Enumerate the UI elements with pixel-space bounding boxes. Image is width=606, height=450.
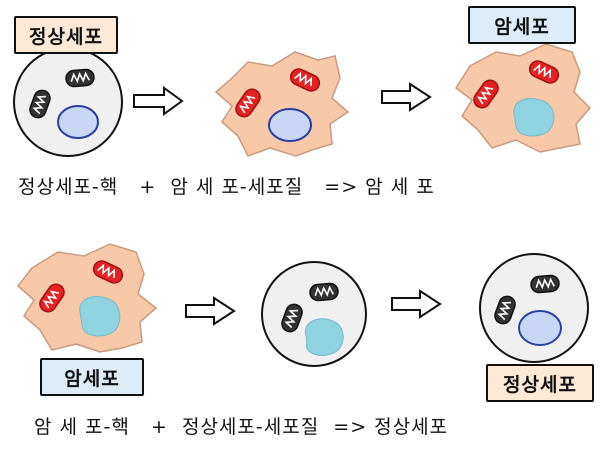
normal-cell-label: 정상세포 — [486, 364, 594, 402]
nucleus-teal — [304, 318, 344, 356]
row2-hybrid-cell — [261, 261, 367, 367]
row1-cancer-cell — [454, 43, 592, 153]
nucleus-teal — [79, 296, 121, 337]
nucleus-teal — [513, 98, 555, 137]
mitochondria-dark — [529, 274, 561, 294]
cancer-cell-label: 암세포 — [468, 6, 576, 44]
cancer-cell-label: 암세포 — [40, 358, 144, 396]
row1-normal-cell — [13, 47, 123, 157]
row2-caption: 암 세 포-핵 + 정상세포-세포질 => 정상세포 — [34, 416, 449, 438]
arrow-right-icon — [381, 82, 432, 112]
row1-caption: 정상세포-핵 + 암 세 포-세포질 => 암 세 포 — [18, 176, 435, 198]
nucleus-blue — [268, 108, 312, 142]
arrow-right-icon — [185, 296, 236, 326]
arrow-right-icon — [391, 289, 442, 319]
normal-cell-label: 정상세포 — [14, 16, 118, 54]
mitochondria-dark — [308, 282, 340, 302]
nucleus-blue — [518, 310, 562, 346]
row2-normal-cell — [479, 253, 589, 363]
row1-hybrid-cell — [214, 51, 350, 157]
nucleus-blue — [57, 105, 99, 139]
arrow-right-icon — [133, 86, 184, 116]
mitochondria-dark — [64, 68, 96, 88]
row2-cancer-cell — [16, 243, 158, 353]
